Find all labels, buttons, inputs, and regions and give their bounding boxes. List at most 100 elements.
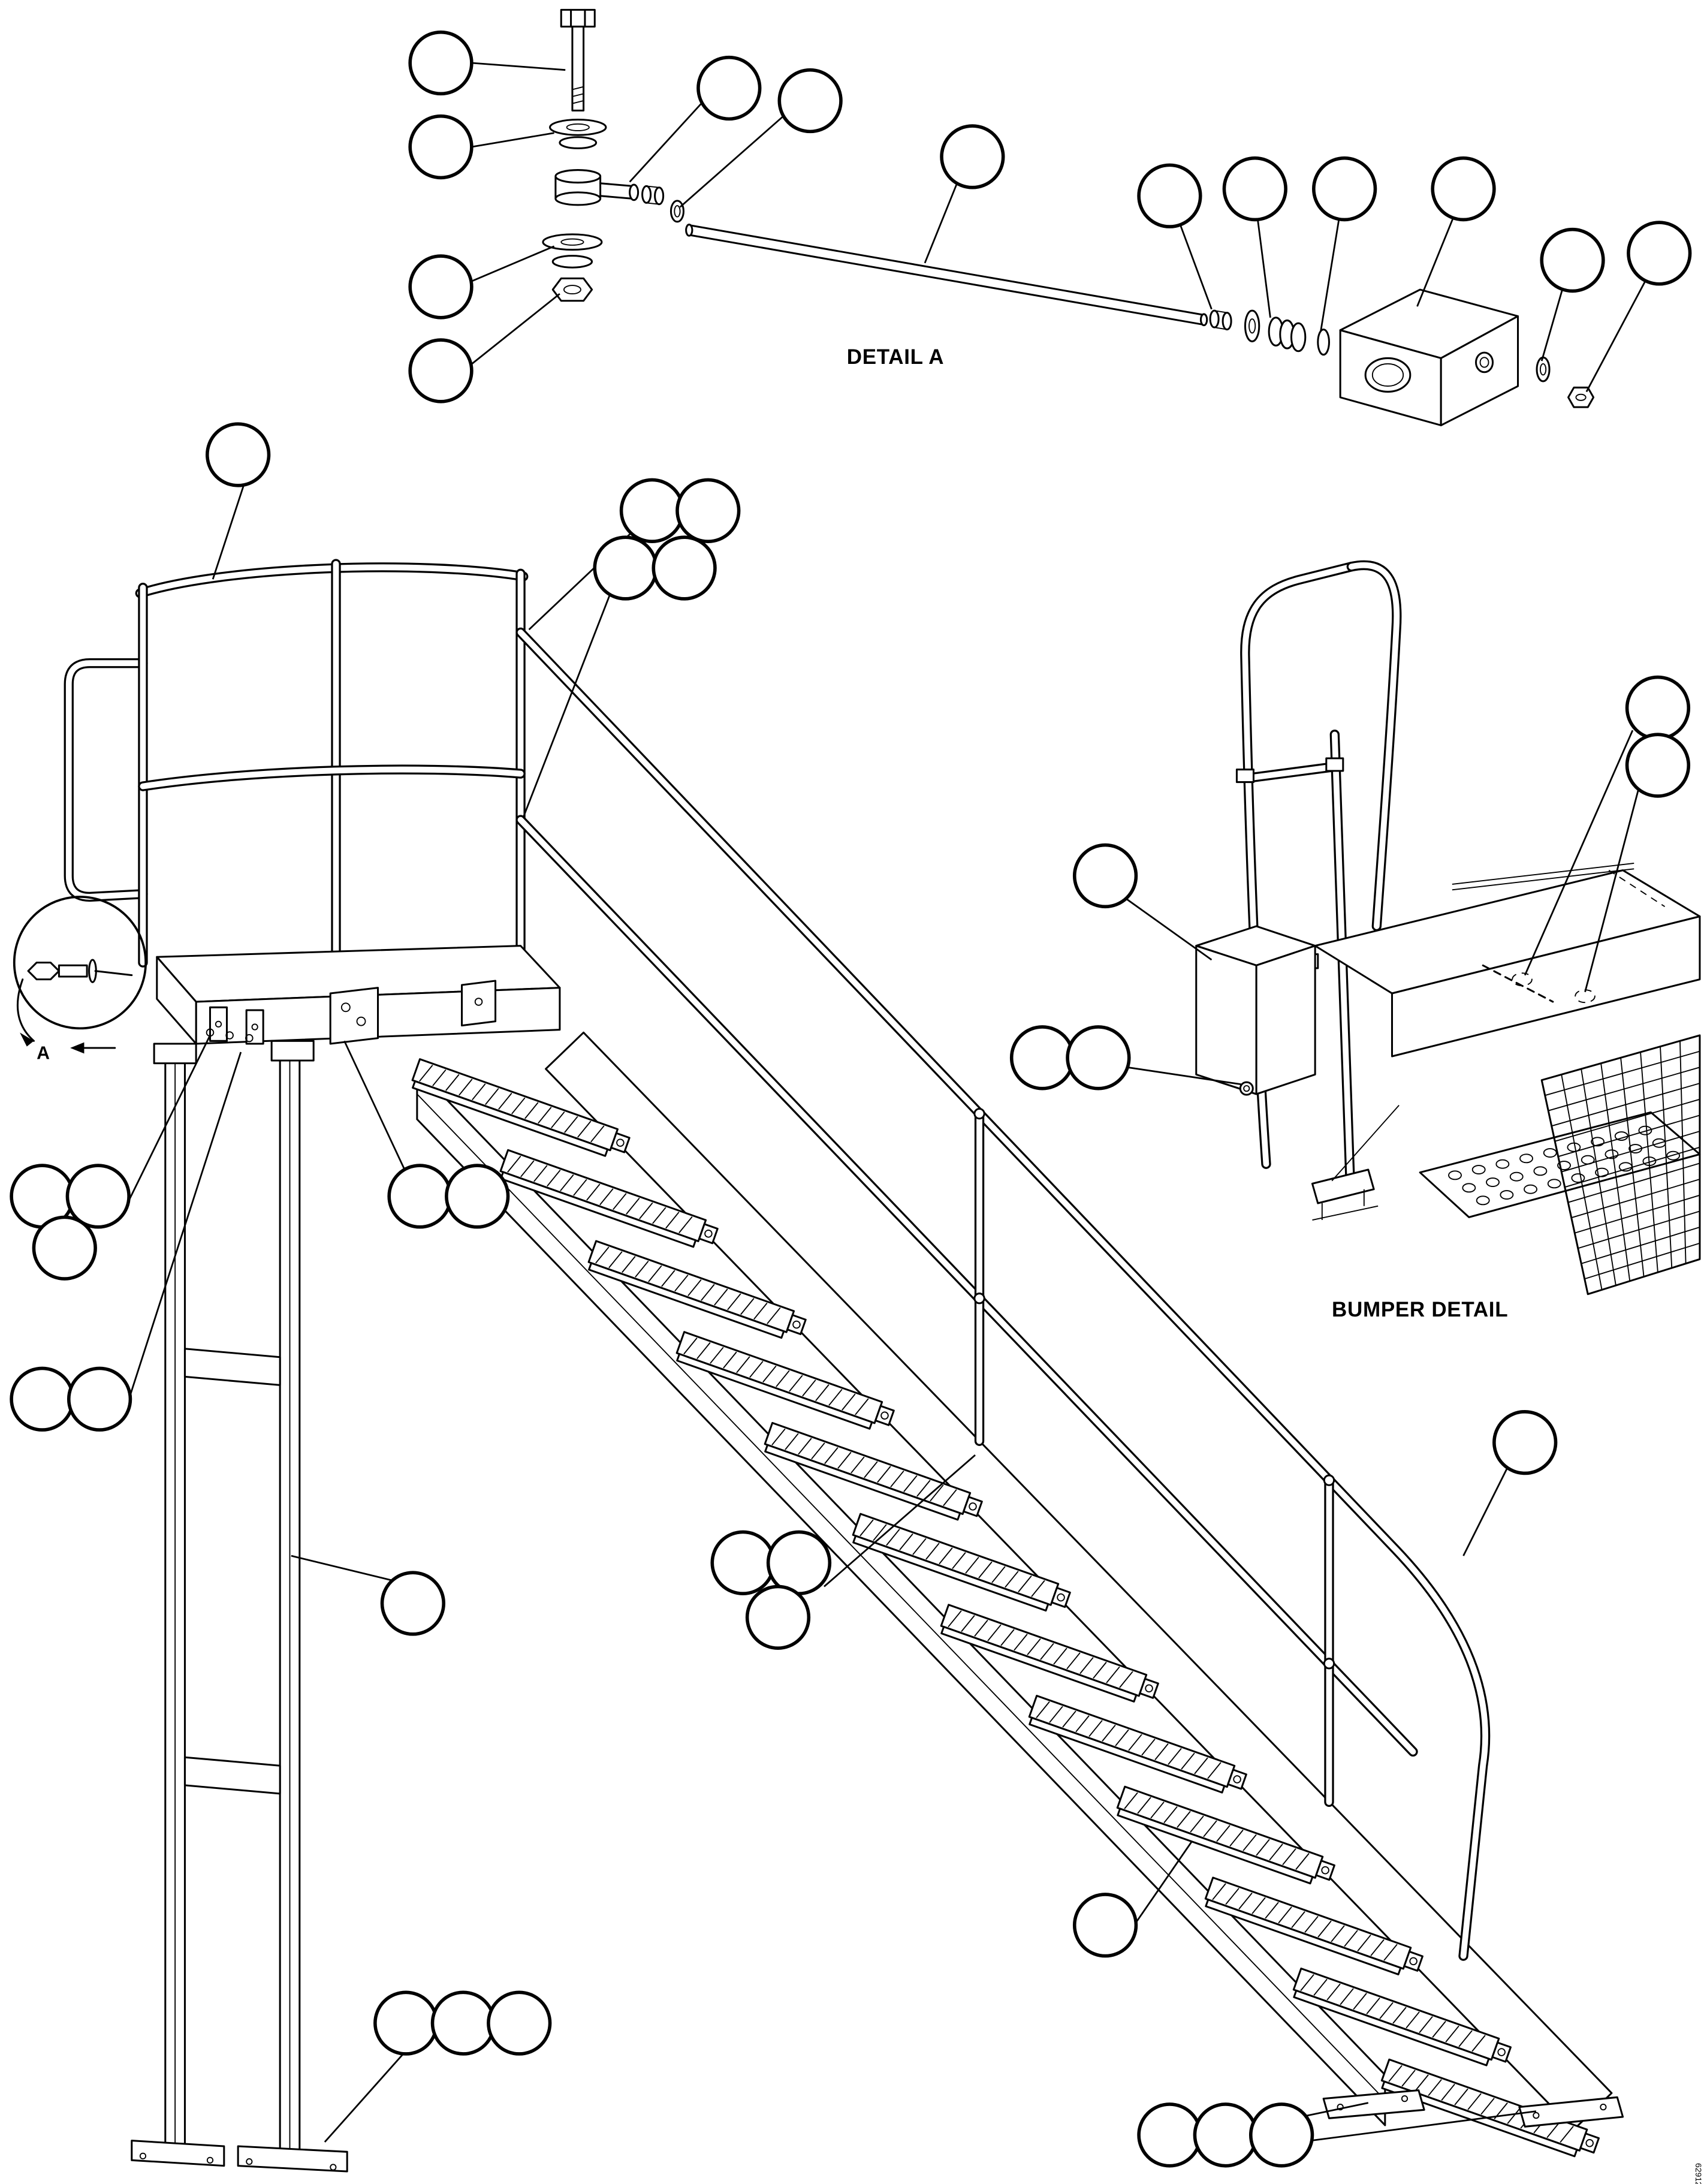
callout-layer [10,30,1692,2168]
callout-balloon [445,1164,510,1229]
handrail-top [517,629,1488,1959]
rail-clamp [973,1293,985,1305]
callout-balloon [408,338,474,403]
leader-line [291,1555,401,1583]
spacer-hardware [1209,309,1330,356]
treads-group [411,1058,1600,2158]
handrail-mid [517,817,1416,1755]
callout-balloon [1193,2102,1258,2168]
rail-clamp [1323,1474,1335,1486]
stair-tread [411,1058,631,1157]
leader-line [471,245,555,282]
callout-balloon [1627,221,1692,286]
mesh-line [1640,1052,1658,1273]
detail-support [1311,1105,1400,1221]
direction-arrow-head [70,1042,85,1054]
plate-hole [1591,1137,1605,1147]
leader-line [471,132,554,148]
callout-balloon [408,254,474,320]
bumper-housing [1339,288,1519,426]
callout-balloon [940,124,1005,189]
view-a-detail-bubble: A [13,896,147,1064]
detail-a-assembly: DETAIL A [542,8,1595,426]
callout-balloon [487,1990,552,2056]
stair-tread [1292,1968,1512,2066]
callout-balloon [1625,733,1691,798]
callout-balloon [696,55,762,121]
leader-line [1123,896,1213,961]
washer-stack-top [549,119,607,149]
callout-balloon [1312,156,1377,222]
callout-balloon [1625,675,1691,741]
callout-balloon [387,1164,453,1229]
leader-line [1524,730,1634,976]
leader-line [1119,1065,1241,1086]
stringer-near [416,1068,1386,2126]
grating-mesh [1540,1034,1701,1296]
callout-balloon [1072,843,1138,909]
callout-balloon [10,1366,75,1432]
mesh-line [1600,1063,1631,1281]
plate-hole [1519,1153,1533,1164]
plate-hole [1557,1161,1571,1170]
stair-tread [852,1513,1071,1612]
callout-balloon [710,1530,776,1595]
plate-hole [1495,1159,1510,1169]
callout-balloon [593,535,658,601]
cage-left-loop [64,658,148,902]
leader-line [629,100,705,183]
plate-hole [1486,1177,1500,1187]
callout-balloon [67,1366,132,1432]
leader-line [212,485,245,580]
plate-hole [1605,1149,1619,1159]
callout-balloon [1072,1893,1138,1958]
mesh-line [1561,1074,1603,1290]
leader-line [824,1454,976,1587]
detail-a-label: DETAIL A [847,345,944,369]
stair-tread [764,1421,983,1521]
bumper-bracket [1195,925,1316,1096]
callout-balloon [1492,1409,1558,1475]
plate-hole [1448,1170,1462,1180]
callout-balloon [1222,156,1287,222]
view-letter-label: A [37,1044,50,1064]
plate-hole [1471,1165,1486,1174]
leader-line [324,2039,417,2143]
support-posts [131,1040,348,2173]
stair-tread [499,1149,719,1248]
rail-clamp [1323,1658,1335,1670]
clevis-fitting [554,169,684,223]
callout-balloon [1248,2102,1314,2168]
callout-balloon [380,1571,446,1636]
staircase-assembly [411,627,1624,2158]
plate-hole [1509,1171,1524,1182]
platform-deck [156,945,561,1045]
bumper-detail-view: BUMPER DETAIL [1195,560,1701,1321]
washer-stack-lower [542,233,603,269]
callout-balloon [1009,1025,1075,1091]
plate-hole [1524,1184,1537,1194]
callout-balloon [1431,156,1496,222]
callout-balloon [373,1990,439,2056]
leader-line [125,1035,211,1207]
detail-crossbar [1246,763,1338,781]
stair-tread [1204,1876,1423,1975]
callout-balloon [408,30,474,96]
callout-balloon [777,68,843,134]
callout-balloon [675,478,741,543]
mesh-line [1541,1080,1589,1294]
rail-clamp [1235,769,1254,784]
callout-balloon [619,478,685,543]
leader-line [1301,2102,1369,2118]
cage-mid-rail [140,766,524,790]
leader-line [471,62,566,71]
cage-top-rail [137,564,527,597]
leader-line [924,183,958,264]
leader-line [1416,216,1455,307]
rail-clamp [1325,757,1344,772]
mesh-line [1620,1058,1645,1277]
plate-hole [1476,1195,1490,1206]
leader-line [1462,1466,1509,1556]
leader-line [1257,219,1271,318]
